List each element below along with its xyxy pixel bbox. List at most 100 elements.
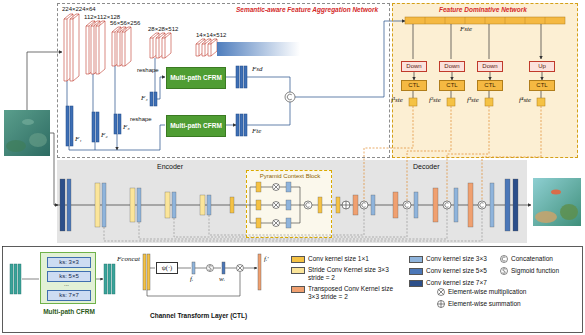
ctl-box: CTL [401, 80, 427, 91]
concat-symbol [403, 201, 411, 209]
legend-text: Transposed Conv Kernel size 3×3 stride =… [308, 285, 403, 300]
sigmoid-symbol [209, 266, 212, 270]
math-label: F₃ [123, 124, 130, 132]
layer-bar [172, 192, 176, 218]
ctl-box: CTL [529, 80, 555, 91]
layer-bar [353, 195, 358, 215]
pyramid-layer [256, 200, 261, 210]
feature-map [96, 112, 99, 142]
figure-caption: Channel Transform Layer (CTL) [150, 312, 247, 319]
pyramid-layer [318, 197, 322, 213]
multiply-symbol [274, 203, 279, 208]
legend-text: Stride Conv Kernel size 3×3 stride = 2 [308, 266, 403, 281]
block-region: Pyramid Context Block [246, 170, 332, 238]
multiply-symbol [438, 289, 445, 296]
panel-ground [392, 3, 578, 158]
layer-bar [230, 197, 234, 213]
kernel-box: ks: 7×7 [47, 290, 91, 301]
feature-map [154, 92, 157, 106]
legend-swatch [291, 267, 305, 274]
dimension-label: 28×28×512 [148, 26, 178, 33]
ctl-feature [147, 254, 150, 290]
pyramid-layer [286, 182, 291, 192]
ctl-box: CTL [439, 80, 465, 91]
cfrm-feature [14, 264, 17, 294]
pyramid-layer [256, 182, 261, 192]
concat-symbol [304, 201, 312, 209]
feature-wire [295, 21, 405, 97]
legend-text: Concatenation [511, 255, 581, 262]
input-photo [6, 140, 26, 152]
feature-map [92, 112, 95, 142]
region-title: Semantic-aware Feature Aggregation Netwo… [236, 6, 378, 13]
math-label: F₂ [101, 132, 108, 140]
feature-bar [405, 17, 565, 24]
box-label: Down [444, 63, 459, 70]
concat-symbol [443, 201, 451, 209]
layer-bar [371, 195, 375, 215]
box-label: ψ(·) [162, 264, 173, 271]
math-label: wᵢ [219, 276, 225, 284]
module-detail: Multi-path CFRMks: 3×3ks: 5×5ks: 7×7 [40, 252, 96, 304]
panel-ground [3, 247, 583, 333]
cfrm-feature [104, 264, 107, 294]
layer-bar [200, 195, 205, 215]
layer-bar [60, 179, 518, 231]
multiply-symbol [238, 266, 243, 271]
feature-map [66, 106, 69, 146]
sigmoid-symbol [207, 265, 214, 272]
output-photo [533, 178, 581, 226]
box-label: Down [406, 63, 421, 70]
layer-bar [336, 197, 340, 213]
arrow-connector [490, 72, 491, 80]
legend-wire [147, 272, 240, 296]
feature-fade [217, 42, 300, 56]
sum-symbol [438, 301, 445, 308]
concat-symbol [285, 92, 295, 102]
multiply-symbol [273, 220, 280, 227]
math-label: f¹ste [391, 97, 403, 105]
panel-ground [3, 3, 583, 333]
flow-wire [27, 52, 531, 205]
pyramid-wire [246, 187, 332, 223]
layer-bar [137, 188, 141, 222]
sum-symbol [438, 301, 445, 308]
math-label: Fsd [252, 66, 263, 74]
concat-symbol [362, 203, 366, 208]
branch-wire [413, 24, 541, 98]
feature-map [114, 114, 117, 134]
math-label: fᵢ' [264, 256, 269, 264]
output-photo [551, 190, 561, 195]
legend-text: Conv kernel size 3×3 [426, 255, 496, 262]
layer-bar [95, 183, 100, 227]
concat-symbol [304, 201, 508, 263]
vgg-slab [208, 39, 217, 56]
function-box: ψ(·) [156, 262, 178, 274]
concat-symbol [285, 92, 295, 102]
pyramid-layer [286, 200, 291, 210]
output-cube [409, 98, 417, 106]
feature-map [70, 106, 73, 146]
output-cube [485, 98, 493, 106]
multiply-symbol [274, 221, 279, 226]
arrow-connector [414, 72, 415, 80]
vgg-slab [96, 21, 105, 74]
dimension-label: reshape [130, 116, 152, 123]
legend-text: Conv kernel size 7×7 [426, 279, 496, 286]
output-cube [447, 98, 455, 106]
dimension-label: 224×224×64 [62, 6, 96, 13]
feature-map [240, 66, 243, 88]
pyramid-layer [286, 218, 291, 228]
output-cube [537, 98, 545, 106]
ctl-box: CTL [477, 80, 503, 91]
module-box: Multi-path CFRM [166, 67, 226, 89]
ctl-feature [222, 262, 225, 274]
box-label: ks: 5×5 [59, 273, 79, 280]
feature-map [118, 114, 121, 134]
layer-bar [513, 179, 518, 231]
concat-symbol [287, 94, 292, 100]
vgg-slab [70, 14, 79, 81]
pyramid-layer [256, 218, 261, 228]
math-label: fᵢ [190, 276, 193, 284]
network-region: Feature Dominative NetworkDownDownDownUp… [392, 3, 578, 158]
